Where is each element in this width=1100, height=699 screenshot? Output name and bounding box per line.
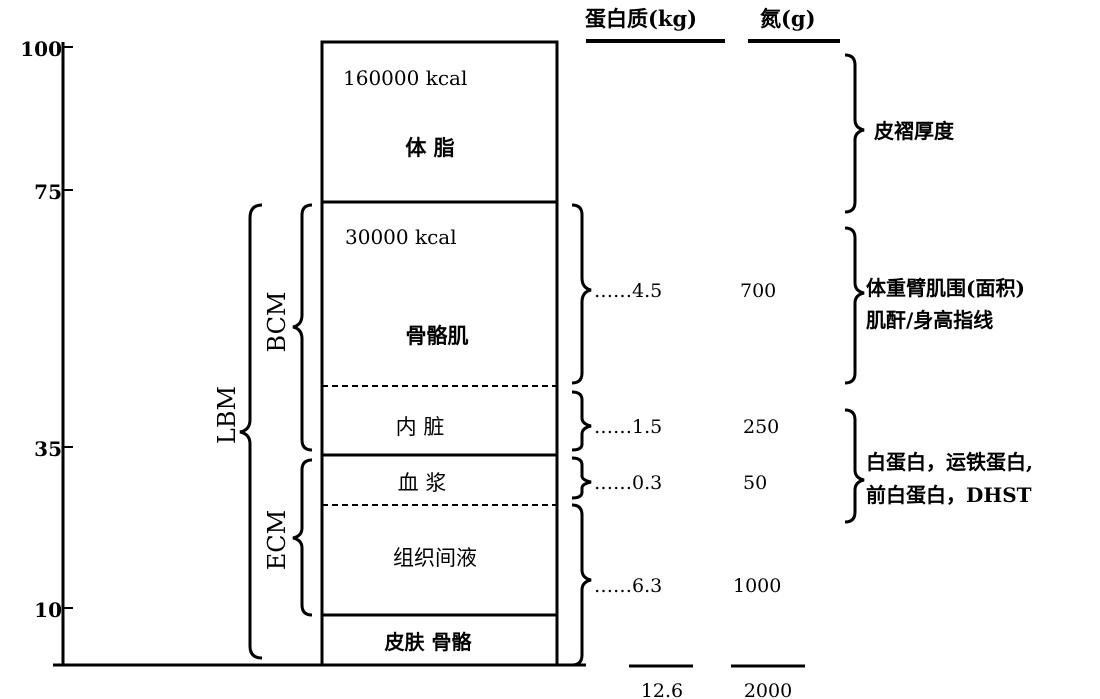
protein-method-2: 前白蛋白，DHST	[866, 483, 1032, 507]
protein-value: ……1.5	[594, 416, 662, 438]
muscle-method-1: 体重臂肌围(面积)	[866, 276, 1025, 300]
lbm-brace	[239, 203, 263, 660]
protein-total: 12.6	[641, 680, 683, 699]
protein-value: ……0.3	[594, 472, 662, 494]
fat-energy: 160000 kcal	[343, 66, 467, 90]
group-braces: LBM BCM ECM	[213, 203, 313, 660]
protein-value: ……6.3	[594, 575, 662, 597]
value-braces	[571, 203, 592, 667]
composition-column: 160000 kcal 体 脂 30000 kcal 骨骼肌 内 脏 血 浆 组…	[320, 40, 559, 667]
tick-label: 10	[34, 598, 62, 622]
nitrogen-value: 1000	[733, 575, 781, 597]
plasma-label: 血 浆	[398, 471, 447, 495]
protein-method-1: 白蛋白，运铁蛋白,	[866, 450, 1033, 474]
tick-label: 35	[34, 437, 62, 461]
skinfold-method: 皮褶厚度	[874, 119, 955, 143]
totals: 12.6 2000	[629, 664, 805, 699]
assessment-braces: 皮褶厚度 体重臂肌围(面积) 肌酐/身高指线 白蛋白，运铁蛋白, 前白蛋白，DH…	[844, 53, 1033, 524]
bcm-brace	[292, 203, 313, 452]
viscera-label: 内 脏	[396, 415, 445, 439]
nitrogen-total: 2000	[744, 680, 792, 699]
muscle-energy: 30000 kcal	[345, 225, 457, 249]
interstitial-label: 组织间液	[393, 546, 477, 570]
nitrogen-header: 氮(g)	[760, 6, 816, 31]
nitrogen-value: 50	[743, 472, 767, 494]
value-row: ……6.3 1000	[594, 575, 781, 597]
protein-value: ……4.5	[594, 280, 662, 302]
tick-label: 100	[20, 37, 62, 61]
nitrogen-value: 700	[740, 280, 776, 302]
tick-label: 75	[34, 180, 62, 204]
muscle-method-2: 肌酐/身高指线	[866, 308, 993, 332]
vertical-axis: 100 75 35 10	[20, 37, 586, 667]
lbm-label: LBM	[213, 386, 241, 444]
muscle-label: 骨骼肌	[406, 323, 469, 348]
skin-bone-label: 皮肤 骨骼	[385, 630, 473, 654]
value-row: ……4.5 700	[594, 280, 776, 302]
column-headers: 蛋白质(kg) 氮(g)	[585, 6, 840, 43]
nitrogen-value: 250	[743, 416, 779, 438]
ecm-brace	[292, 458, 313, 617]
value-row: ……1.5 250	[594, 416, 779, 438]
value-rows: ……4.5 700 ……1.5 250 ……0.3 50 ……6.3 1000	[594, 280, 781, 597]
bcm-label: BCM	[263, 291, 291, 352]
fat-label: 体 脂	[405, 135, 454, 160]
value-row: ……0.3 50	[594, 472, 767, 494]
ecm-label: ECM	[263, 510, 291, 570]
protein-header: 蛋白质(kg)	[585, 6, 697, 31]
